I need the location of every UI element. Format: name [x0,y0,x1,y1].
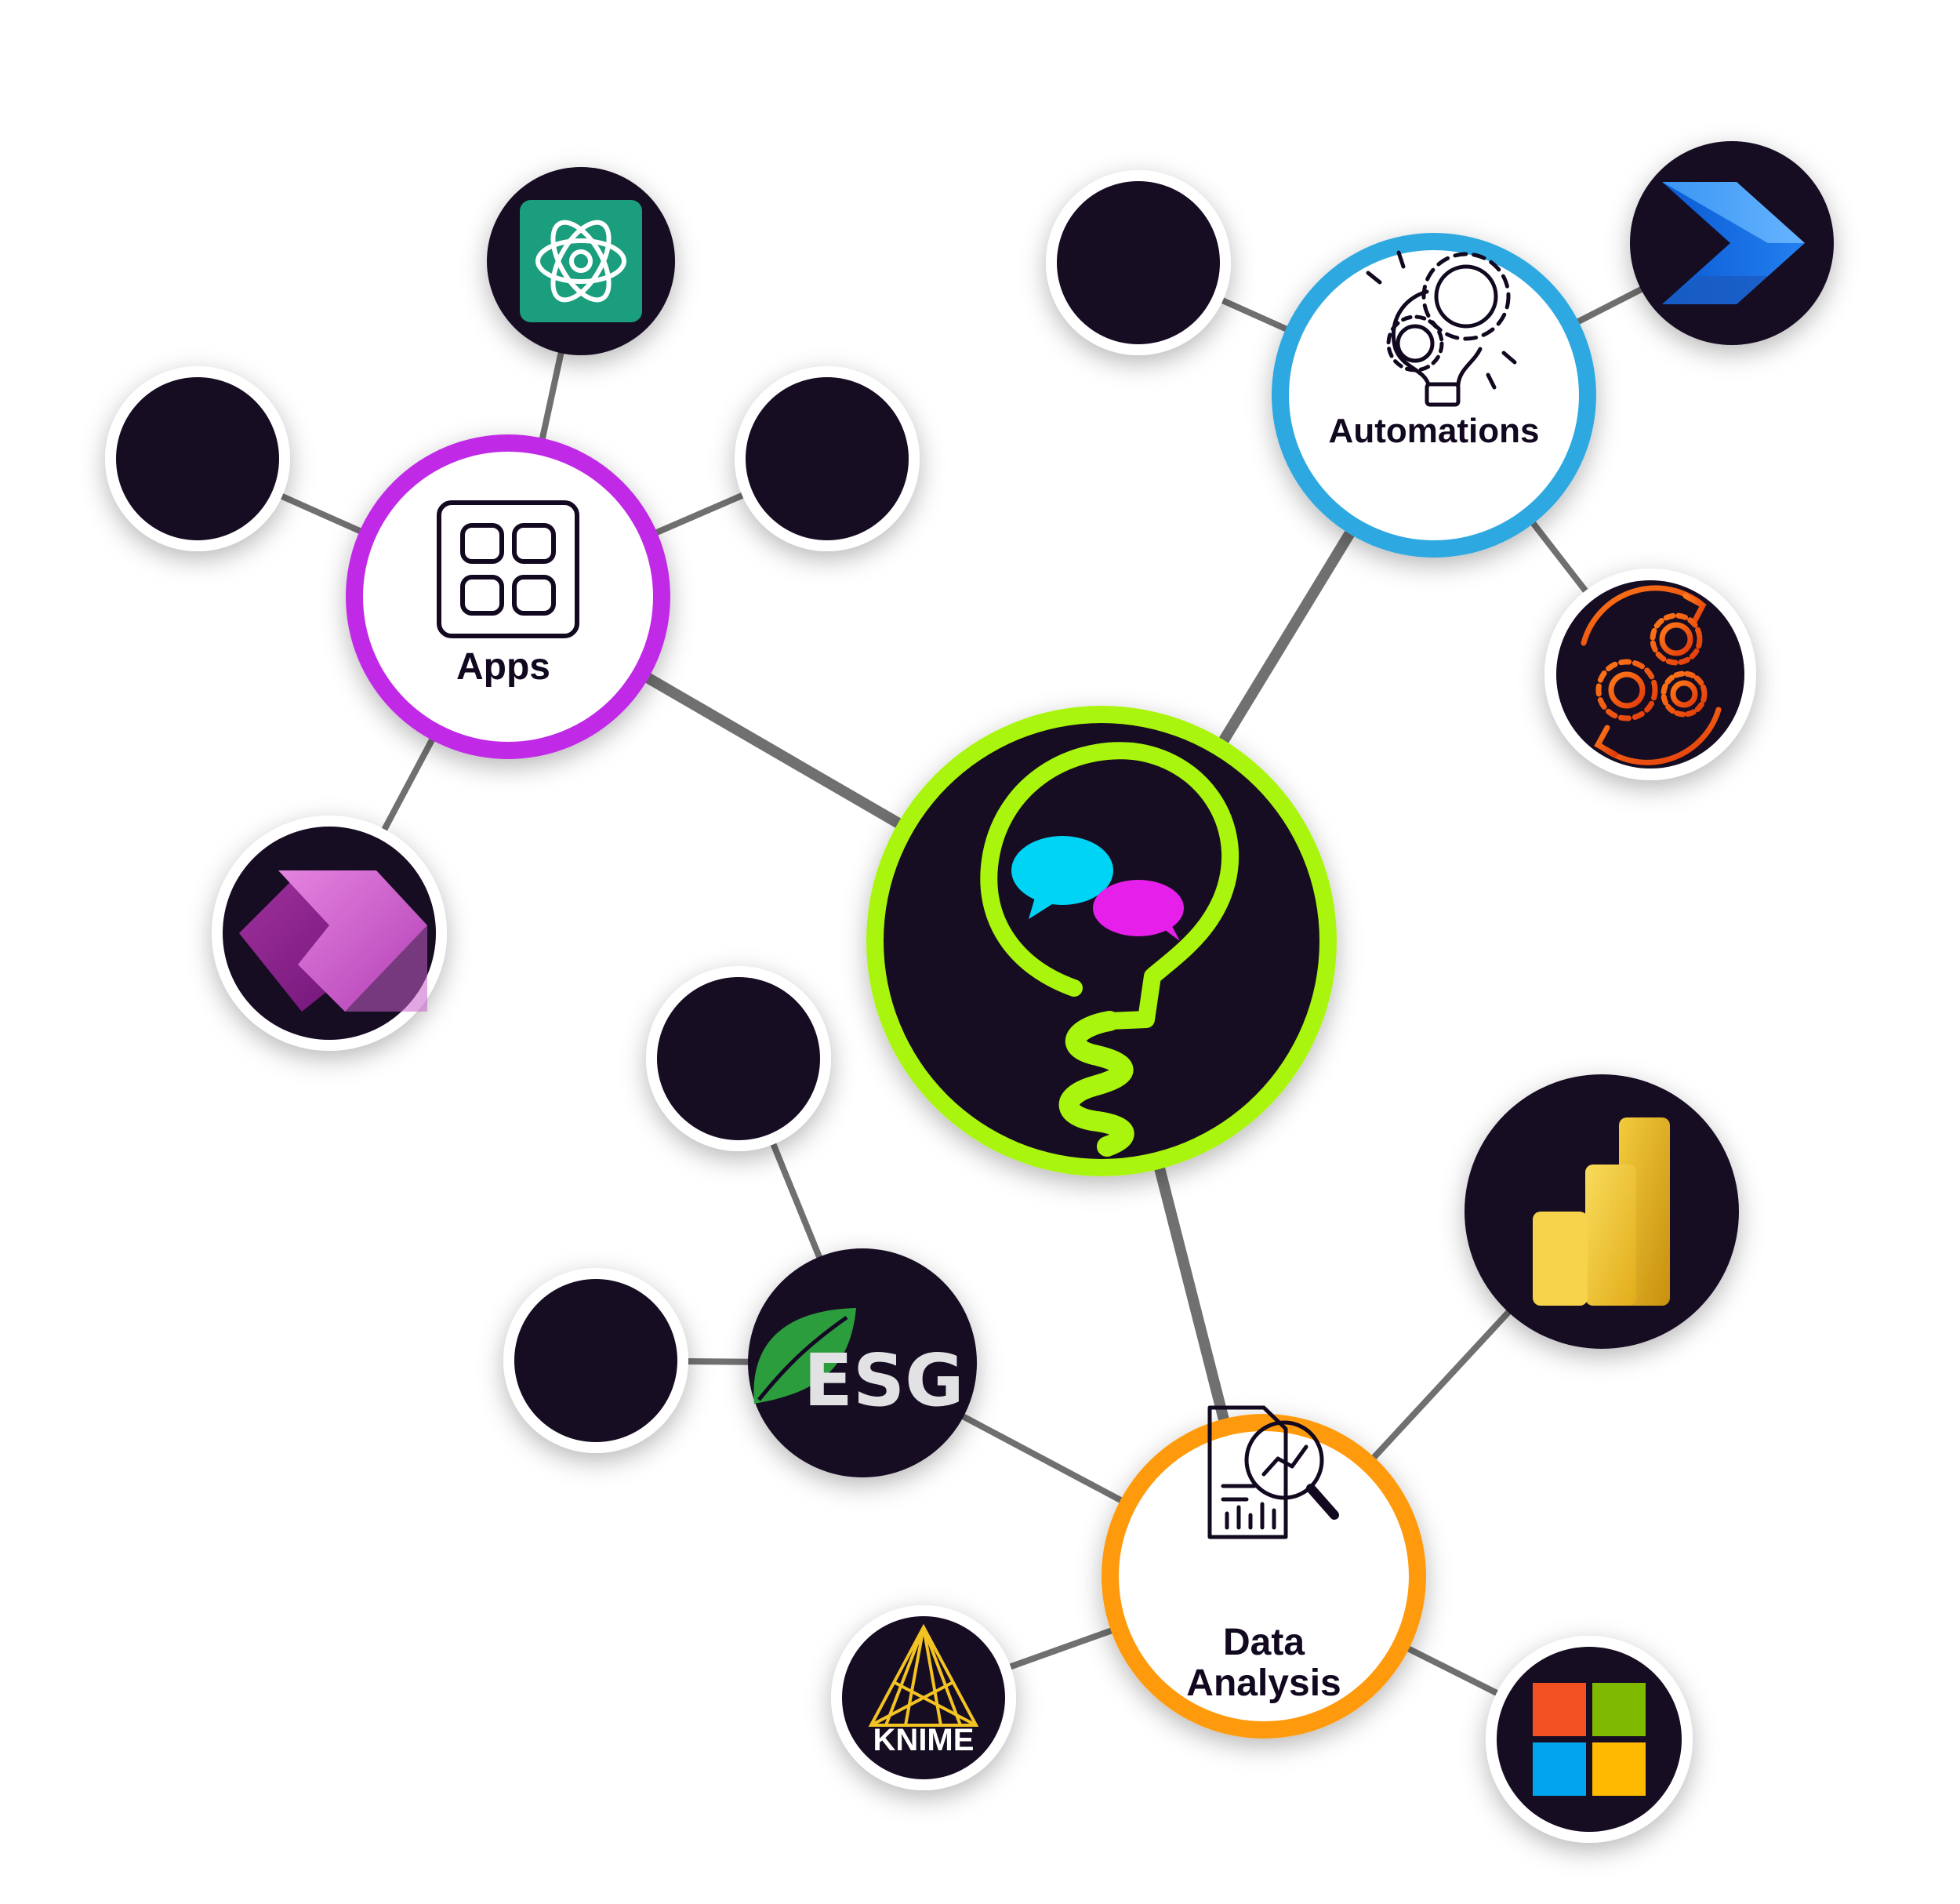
data-analysis-hub [1102,1414,1426,1739]
power-automate-logo-icon [1662,182,1805,304]
esg-wordmark: ESG [804,1339,964,1423]
empty-node [1046,170,1231,355]
esg-leaf-icon: ESG [753,1308,964,1423]
gear-bulb-icon [1366,250,1517,407]
data-analysis-label-line1: Data [1223,1622,1305,1663]
brain-chat-bulb-icon [980,742,1240,1157]
microsoft-node [1486,1636,1693,1843]
automations-label: Automations [1329,412,1540,450]
openai-logo-icon [520,200,642,322]
app-grid-icon [437,500,579,638]
microsoft-logo-icon [1533,1683,1646,1796]
apps-hub [346,434,670,759]
report-magnifier-icon [1207,1405,1339,1539]
empty-node [646,966,831,1151]
empty-node [503,1268,688,1453]
center-hub [866,706,1337,1176]
apps-label: Apps [456,646,550,688]
power-bi-logo-icon [1533,1117,1670,1306]
cycle-gears-icon [1581,585,1722,765]
knime-logo-icon: KNIME [868,1623,979,1757]
empty-node [105,366,290,551]
esg-node [748,1248,977,1477]
data-analysis-label-line2: Analysis [1186,1662,1341,1704]
power-apps-logo-icon [239,870,427,1012]
empty-node [735,366,920,551]
automations-hub [1272,233,1596,558]
knime-wordmark: KNIME [873,1723,975,1757]
